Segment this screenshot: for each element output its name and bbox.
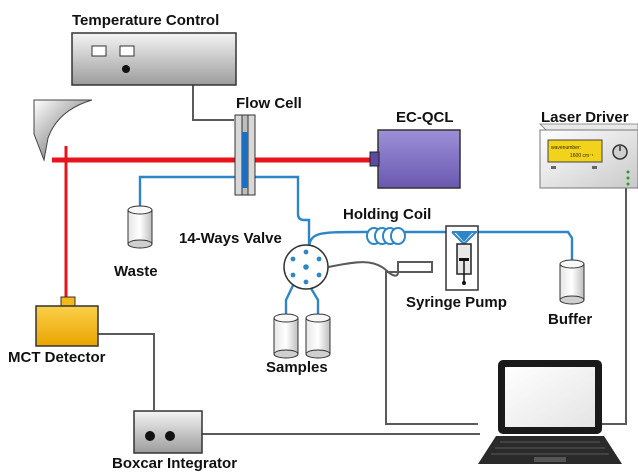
tubing xyxy=(138,175,574,318)
label-holding-coil: Holding Coil xyxy=(343,206,431,223)
label-buffer: Buffer xyxy=(548,311,592,328)
display-line-2: 1600 cm⁻¹ xyxy=(570,153,594,159)
parabolic-mirror xyxy=(33,99,93,162)
laptop-keyboard xyxy=(478,436,622,464)
label-waste: Waste xyxy=(114,263,158,280)
status-led xyxy=(626,176,630,180)
laser-beam xyxy=(52,146,370,297)
label-laser-driver: Laser Driver xyxy=(541,109,629,126)
laser-driver: wavenumber: 1600 cm⁻¹ xyxy=(539,123,638,189)
boxcar-integrator xyxy=(133,410,203,454)
label-14-ways-valve: 14-Ways Valve xyxy=(179,230,282,247)
label-temperature-control: Temperature Control xyxy=(72,12,219,29)
waste-vial xyxy=(127,205,153,249)
ec-qcl-laser xyxy=(369,129,461,189)
status-led xyxy=(626,170,630,174)
14-ways-valve xyxy=(283,244,329,290)
label-ec-qcl: EC-QCL xyxy=(396,109,454,126)
mct-detector xyxy=(35,296,99,347)
tube-flowcell-left xyxy=(138,175,240,210)
buffer-vial xyxy=(559,259,585,305)
laser-driver-display xyxy=(547,139,603,163)
label-flow-cell: Flow Cell xyxy=(236,95,302,112)
laptop-computer xyxy=(478,360,622,464)
valve-computer-bus xyxy=(327,261,478,425)
tube-to-buffer xyxy=(478,230,574,264)
label-samples: Samples xyxy=(266,359,328,376)
laptop-screen xyxy=(505,367,595,427)
temperature-control-cable xyxy=(192,84,234,121)
sample-vial-2 xyxy=(305,313,331,359)
display-line-1: wavenumber: xyxy=(551,145,581,151)
temperature-knob xyxy=(122,65,130,73)
sample-vial-1 xyxy=(273,313,299,359)
holding-coil xyxy=(366,227,406,245)
laser-driver-knob xyxy=(612,144,628,160)
cables xyxy=(98,84,627,435)
boxcar-knob xyxy=(145,431,155,441)
label-syringe-pump: Syringe Pump xyxy=(406,294,507,311)
laser-driver-computer-cable xyxy=(600,188,627,425)
mct-boxcar-cable xyxy=(98,333,155,410)
boxcar-knob xyxy=(165,431,175,441)
flow-cell-window xyxy=(242,132,248,188)
label-mct-detector: MCT Detector xyxy=(8,349,106,366)
tube-flowcell-right xyxy=(254,175,311,258)
qcl-output-aperture xyxy=(369,151,380,167)
temperature-control-unit xyxy=(71,32,237,86)
status-led xyxy=(626,182,630,186)
flow-cell xyxy=(234,114,256,196)
labels: Temperature Control Flow Cell EC-QCL Las… xyxy=(8,12,629,472)
syringe-pump xyxy=(445,225,479,291)
label-boxcar-integrator: Boxcar Integrator xyxy=(112,455,237,472)
